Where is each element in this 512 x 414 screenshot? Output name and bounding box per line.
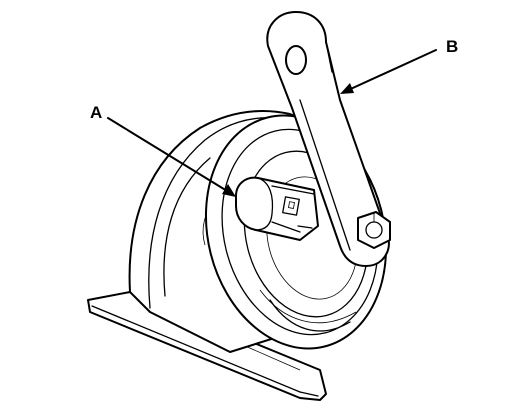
mounting-nut [357,211,391,249]
callout-label-b: B [446,37,458,56]
callout-label-a: A [90,103,102,122]
leader-b-arrowhead [340,83,354,94]
connector [235,176,319,241]
bracket-hole [285,45,307,75]
leader-a [107,117,233,195]
leader-b [343,49,437,93]
callout-leaders [107,49,437,197]
leader-a-arrowhead [222,184,236,197]
